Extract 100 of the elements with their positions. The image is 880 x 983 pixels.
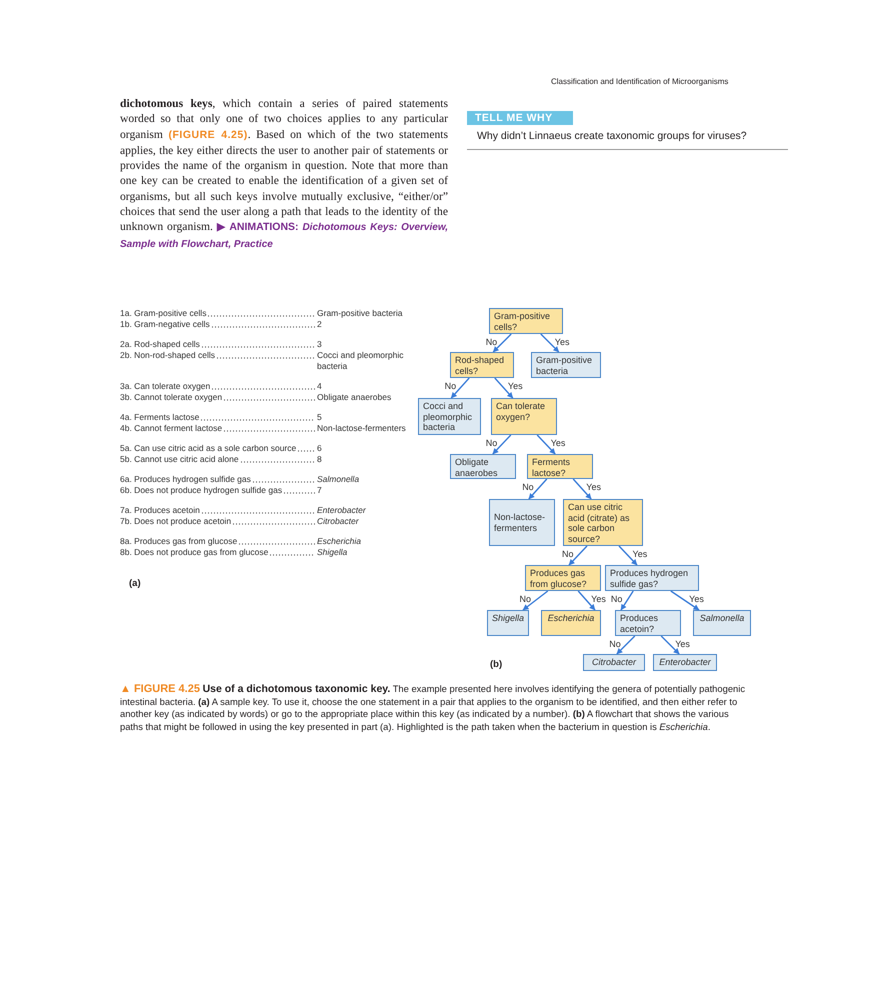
flowchart-box [615,610,681,636]
flowchart-box [541,610,601,636]
box-label: Gram-positive bacteria [536,355,594,376]
box-label: Rod-shaped cells? [455,355,506,376]
key-result: 8 [316,454,323,465]
box-label: Ferments lactose? [532,457,572,478]
key-result: Non-lactose-fermenters [316,423,407,434]
arrow [528,478,548,500]
arrow [578,590,596,610]
box-label: Gram-positive cells? [494,311,552,332]
key-statement: 3b. Cannot tolerate oxygen [120,392,316,403]
key-statement: 6a. Produces hydrogen sulfide gas [120,474,316,485]
key-statement: 2a. Rod-shaped cells [120,339,316,350]
box-label: Produces acetoin? [620,613,660,634]
key-statement: 2b. Non-rod-shaped cells [120,350,316,361]
key-statement: 7a. Produces acetoin [120,505,316,516]
key-result: 7 [316,485,323,496]
key-statement: 1a. Gram-positive cells [120,308,316,319]
edge-label: Yes [586,482,601,492]
edge-label: Yes [591,594,606,604]
edge-label: Yes [675,639,690,649]
flowchart-box [450,352,514,378]
flowchart-box [491,398,557,435]
edge-label: No [486,438,498,448]
box-label: Can tolerate oxygen? [496,401,546,422]
panel-label: (a) [129,577,141,591]
arrow [492,334,512,352]
edge-label: Yes [632,549,648,559]
flowchart-box [531,352,601,378]
flowchart-box [450,454,516,479]
box-label: Produces hydrogen sulfide gas? [610,568,690,589]
box-label: Escherichia [546,613,596,624]
key-result: Cocci and pleomorphic bacteria [316,350,404,372]
flowchart-box [418,398,481,435]
key-result: Gram-positive bacteria [316,308,404,319]
key-statement: 3a. Can tolerate oxygen [120,381,316,392]
key-statement: 1b. Gram-negative cells [120,319,316,330]
flowchart-box [583,654,645,671]
box-label: Shigella [492,613,524,624]
arrow [616,636,636,654]
flowchart-box [489,308,563,334]
flowchart-box [605,565,699,591]
flowchart-box [693,610,751,636]
box-label: Salmonella [698,613,746,624]
key-statement: 7b. Does not produce acetoin [120,516,316,527]
panel-label: (b) [490,658,502,672]
box-label: Enterobacter [658,657,712,668]
edge-label: No [610,594,622,604]
edge-label: No [562,549,574,559]
arrow [540,334,560,352]
key-result: 3 [316,339,323,350]
key-statement: 8a. Produces gas from glucose [120,536,316,547]
box-label: Produces gas from glucose? [530,568,588,589]
arrow [572,478,592,500]
edge-label: No [522,482,534,492]
edge-label: No [444,381,456,391]
key-result: 4 [316,381,323,392]
arrow [670,590,700,611]
arrow [522,590,548,611]
key-result: 5 [316,412,323,423]
key-result: Obligate anaerobes [316,392,392,403]
arrow [494,378,514,398]
edge-label: No [520,594,532,604]
key-result: Citrobacter [316,516,360,527]
box-label: Cocci and pleomorphic bacteria [423,401,474,432]
edge-label: Yes [508,381,523,391]
key-statement: 5a. Can use citric acid as a sole carbon source [120,443,316,454]
key-statement: 8b. Does not produce gas from glucose [120,547,316,558]
question-text: Why didn’t Linnaeus create taxonomic groups for viruses? [477,129,747,144]
flowchart-box [563,499,643,546]
arrow [660,636,680,654]
key-statement: 4a. Ferments lactose [120,412,316,423]
arrow [492,434,512,454]
box-label: Citrobacter [590,657,638,668]
arrow [568,546,588,566]
flowchart-box [487,610,529,636]
key-result: Escherichia [316,536,362,547]
key-result: Shigella [316,547,348,558]
key-result: 6 [316,443,323,454]
edge-label: No [486,337,498,347]
box-label: Can use citric acid (citrate) as sole carbon source? [568,502,631,544]
edge-label: Yes [689,594,704,604]
flowchart-box [653,654,717,671]
arrow [536,434,556,454]
running-header: Classification and Identification of Microorganisms [551,76,728,88]
flowchart-box [527,454,593,479]
key-result: Salmonella [316,474,360,485]
edge-label: Yes [554,337,570,347]
key-statement: 5b. Cannot use citric acid alone [120,454,316,465]
arrow [618,546,638,566]
flowchart-box [489,499,555,546]
figure-caption: ▲ FIGURE 4.25 Use of a dichotomous taxonomic key. The example presented here involves identifying the genera of potentially pathogenic intestinal bacteria. (a) A sample key. To use it, choose the one statement in a pair that applies to the organism to be identified, and then either refer to another key (as indicated by words) or go to the appropriate place within this key (as indicated by a number). (b) A flowchart that shows the various paths that might be followed in using the key presented in part (a). Highlighted is the path taken when the bacterium in question is Escherichia. [120,683,746,734]
flowchart-box [525,565,601,591]
box-label: Non-lactose-fermenters [494,512,546,533]
edge-label: No [609,639,621,649]
key-result: Enterobacter [316,505,367,516]
edge-label: Yes [550,438,566,448]
key-result: 2 [316,319,323,330]
box-label: Obligate anaerobes [455,457,499,478]
key-statement: 6b. Does not produce hydrogen sulfide gas [120,485,316,496]
